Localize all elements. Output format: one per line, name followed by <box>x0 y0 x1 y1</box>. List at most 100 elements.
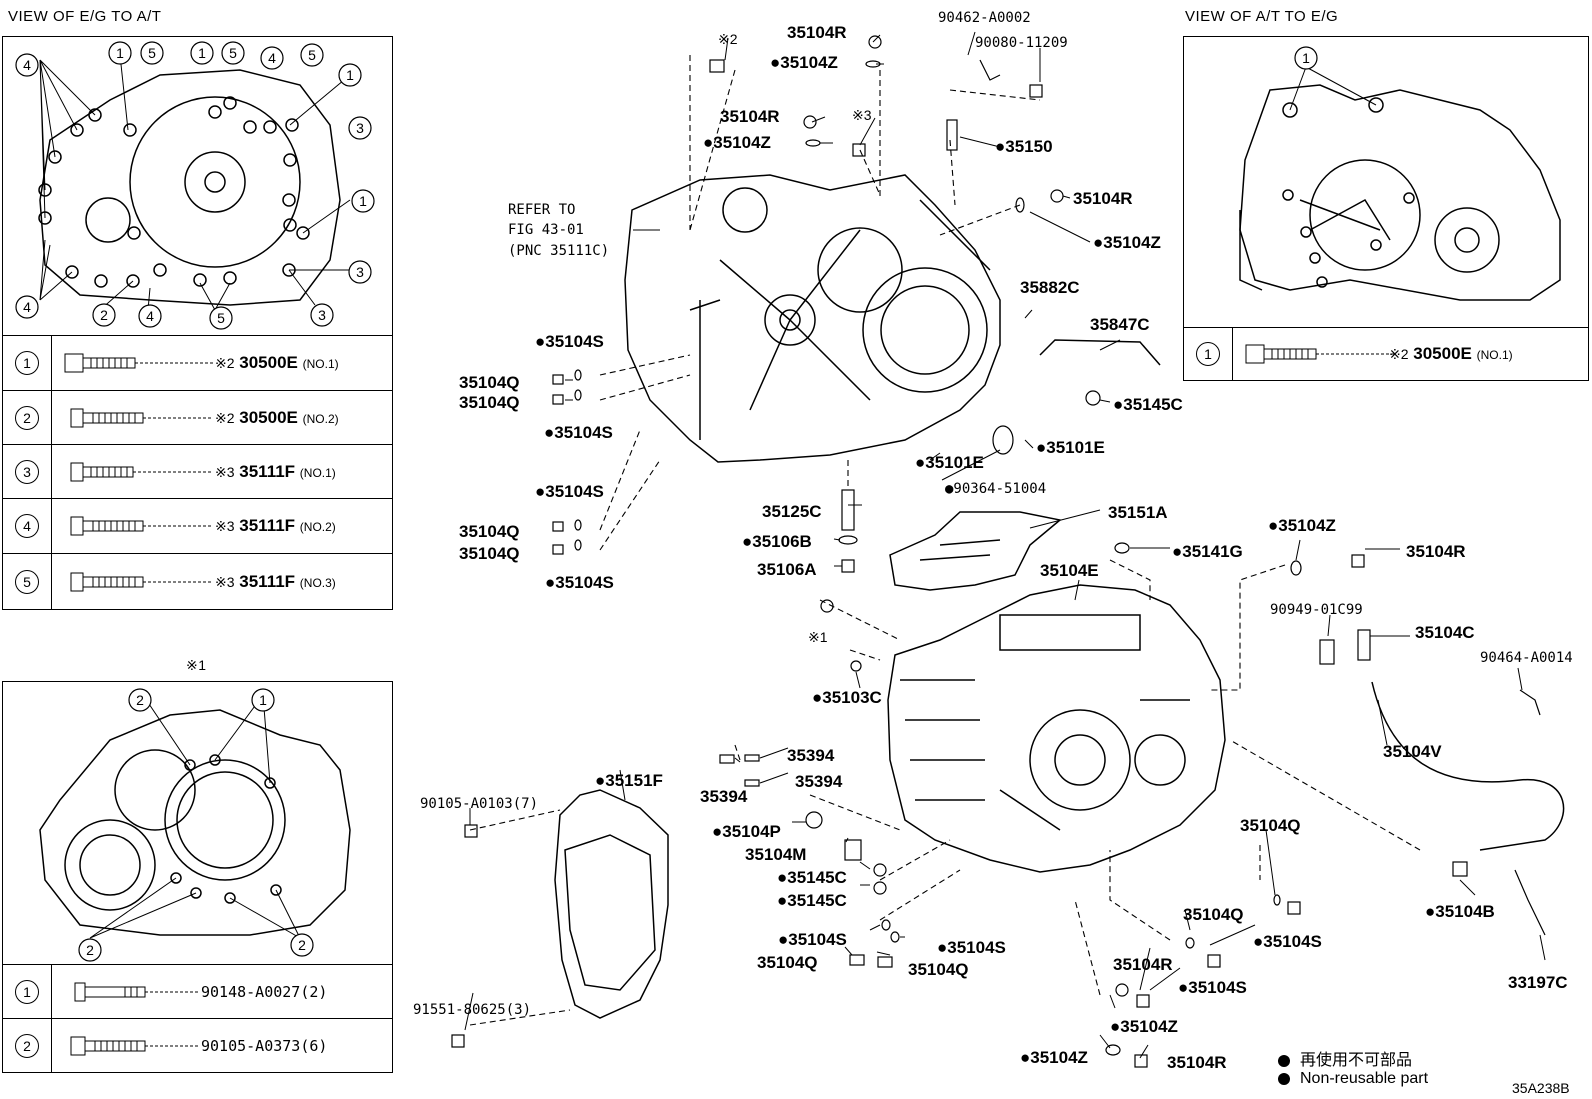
part-label: ●35145C <box>1113 395 1183 414</box>
bolt-part-label: 90148-A0027(2) <box>201 982 328 1001</box>
legend-text-jp: 再使用不可部品 <box>1300 1052 1413 1069</box>
part-label: ※2 <box>718 31 738 47</box>
part-label: ●35104S <box>1178 978 1247 997</box>
part-label: ●35101E <box>915 453 984 472</box>
part-label: 91551-80625(3) <box>413 1002 531 1018</box>
part-label: 35104Q <box>1240 816 1301 835</box>
row-number: 1 <box>15 351 39 375</box>
part-label: 35104C <box>1415 623 1475 642</box>
drawing-linework <box>38 31 1565 1068</box>
part-label: 35394 <box>787 746 835 765</box>
bolt-part-label: ※2 30500E (NO.1) <box>1389 344 1513 363</box>
refer-line-2: FIG 43-01 <box>508 222 584 238</box>
part-label: 35104M <box>745 845 806 864</box>
legend-text-en: Non-reusable part <box>1300 1070 1429 1087</box>
bolt-icon <box>70 1036 199 1055</box>
svg-text:1: 1 <box>359 193 367 209</box>
svg-text:5: 5 <box>148 45 156 61</box>
part-label: ●35104S <box>535 482 604 501</box>
bolt-icon <box>1245 344 1394 364</box>
bolt-row-5: 5 ※3 35111F (NO.3) <box>3 553 392 609</box>
bolt-part-label: 90105-A0373(6) <box>201 1036 328 1055</box>
svg-text:3: 3 <box>356 120 364 136</box>
part-label: 35882C <box>1020 278 1080 297</box>
svg-text:1: 1 <box>346 67 354 83</box>
part-label: 35104Q <box>459 393 520 412</box>
bolt-icon <box>70 572 213 591</box>
part-label: 35847C <box>1090 315 1150 334</box>
part-label: 90949-01C99 <box>1270 602 1363 618</box>
bottom-view-drawing <box>39 694 351 939</box>
part-label: 90464-A0014 <box>1480 650 1573 666</box>
refer-line-3: (PNC 35111C) <box>508 243 609 259</box>
leader-dashes <box>469 55 1421 1026</box>
part-label: ●35104S <box>1253 932 1322 951</box>
bolt-row-bottom-1: 1 90148-A0027(2) <box>3 964 392 1018</box>
part-label: ●35104Z <box>1020 1048 1088 1067</box>
svg-text:4: 4 <box>146 308 154 324</box>
bolt-row-2: 2 ※2 30500E (NO.2) <box>3 390 392 444</box>
refer-line-1: REFER TO <box>508 202 575 218</box>
svg-text:4: 4 <box>268 50 276 66</box>
bolt-row-4: 4 ※3 35111F (NO.2) <box>3 498 392 553</box>
bolt-row-bottom-2: 2 90105-A0373(6) <box>3 1018 392 1072</box>
part-label: 35104R <box>787 23 847 42</box>
part-label: 90462-A0002 <box>938 10 1031 26</box>
row-number: 4 <box>15 514 39 538</box>
part-label: ●35145C <box>777 868 847 887</box>
part-label: 90105-A0103(7) <box>420 796 538 812</box>
row-number: 2 <box>15 1033 39 1058</box>
svg-text:2: 2 <box>86 942 94 958</box>
part-label: ●35104Z <box>703 133 771 152</box>
at-to-eg-view-drawing <box>1239 66 1561 301</box>
at-to-eg-view-panel: 1 ※2 30500E (NO.1) <box>1183 36 1589 381</box>
svg-text:1: 1 <box>198 45 206 61</box>
part-label: ●35104Z <box>1268 516 1336 535</box>
svg-text:3: 3 <box>318 307 326 323</box>
eg-to-at-view-panel: 1 ※2 30500E (NO.1) 2 ※2 30500E (NO.2) 3 … <box>2 36 393 610</box>
callout-text: 4 <box>23 57 31 73</box>
bolt-row-right-1: 1 ※2 30500E (NO.1) <box>1184 327 1588 380</box>
row-number: 3 <box>15 459 39 484</box>
part-label: ●35101E <box>1036 438 1105 457</box>
bolt-icon <box>74 982 199 1001</box>
part-label: ●35104S <box>544 423 613 442</box>
fastener-glyphs <box>451 35 1546 1068</box>
part-label: 35104Q <box>1183 905 1244 924</box>
bolt-part-label: ※3 35111F (NO.3) <box>215 571 336 591</box>
bolt-icon <box>70 462 213 481</box>
svg-text:2: 2 <box>100 307 108 323</box>
refer-note: REFER TO FIG 43-01 (PNC 35111C) <box>508 202 609 259</box>
oil-pan-drawing <box>554 789 669 1019</box>
svg-text:4: 4 <box>23 299 31 315</box>
bolt-part-label: ※2 30500E (NO.2) <box>215 407 339 427</box>
svg-text:5: 5 <box>308 47 316 63</box>
part-label: 35104Q <box>908 960 969 979</box>
bolt-row-1: 1 ※2 30500E (NO.1) <box>3 335 392 390</box>
legend-line-jp: 再使用不可部品 <box>1278 1046 1412 1070</box>
valve-body-drawing <box>889 511 1062 591</box>
bolt-part-label: ※3 35111F (NO.2) <box>215 516 336 535</box>
part-label: ●35145C <box>777 891 847 910</box>
part-label: 35106A <box>757 560 817 579</box>
part-label: ●35104S <box>778 930 847 949</box>
part-label: 35104R <box>1073 189 1133 208</box>
part-label: ●35104P <box>712 822 781 841</box>
bullet-icon <box>1278 1072 1290 1085</box>
part-label: ●35104S <box>545 573 614 592</box>
bullet-icon <box>1278 1054 1290 1067</box>
part-label: ●35151F <box>595 771 663 790</box>
transaxle-case-drawing <box>887 584 1226 873</box>
part-label: ※3 <box>852 107 872 123</box>
bolt-part-label: ※2 30500E (NO.1) <box>215 353 339 372</box>
at-to-eg-caption: VIEW OF A/T TO E/G <box>1185 8 1339 25</box>
eg-to-at-view-drawing <box>38 54 351 311</box>
bottom-view-panel: 1 90148-A0027(2) 2 90105-A0373(6) <box>2 681 393 1073</box>
part-label: 35104V <box>1383 742 1442 761</box>
part-label: 35104Q <box>459 373 520 392</box>
part-label: 35104Q <box>757 953 818 972</box>
part-label: 35394 <box>795 772 843 791</box>
part-label: ●35150 <box>995 137 1053 156</box>
part-label: ●35141G <box>1172 542 1243 561</box>
part-label: 33197C <box>1508 973 1568 992</box>
